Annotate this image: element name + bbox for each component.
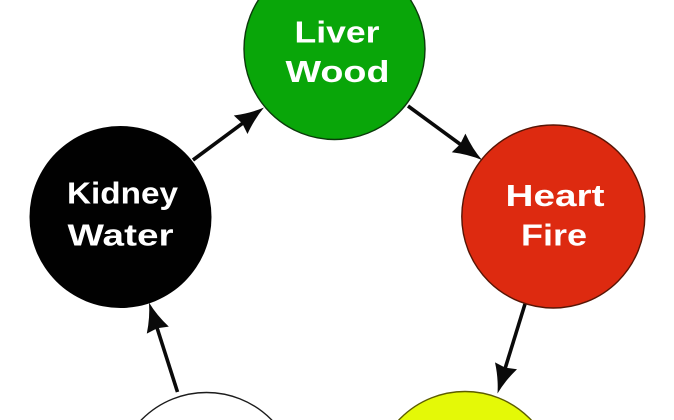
svg-text:Kidney: Kidney <box>67 175 179 210</box>
svg-text:Fire: Fire <box>521 218 587 253</box>
svg-text:Liver: Liver <box>295 15 380 50</box>
svg-text:Heart: Heart <box>506 178 605 213</box>
svg-text:Water: Water <box>68 218 174 253</box>
svg-text:Wood: Wood <box>286 54 390 89</box>
